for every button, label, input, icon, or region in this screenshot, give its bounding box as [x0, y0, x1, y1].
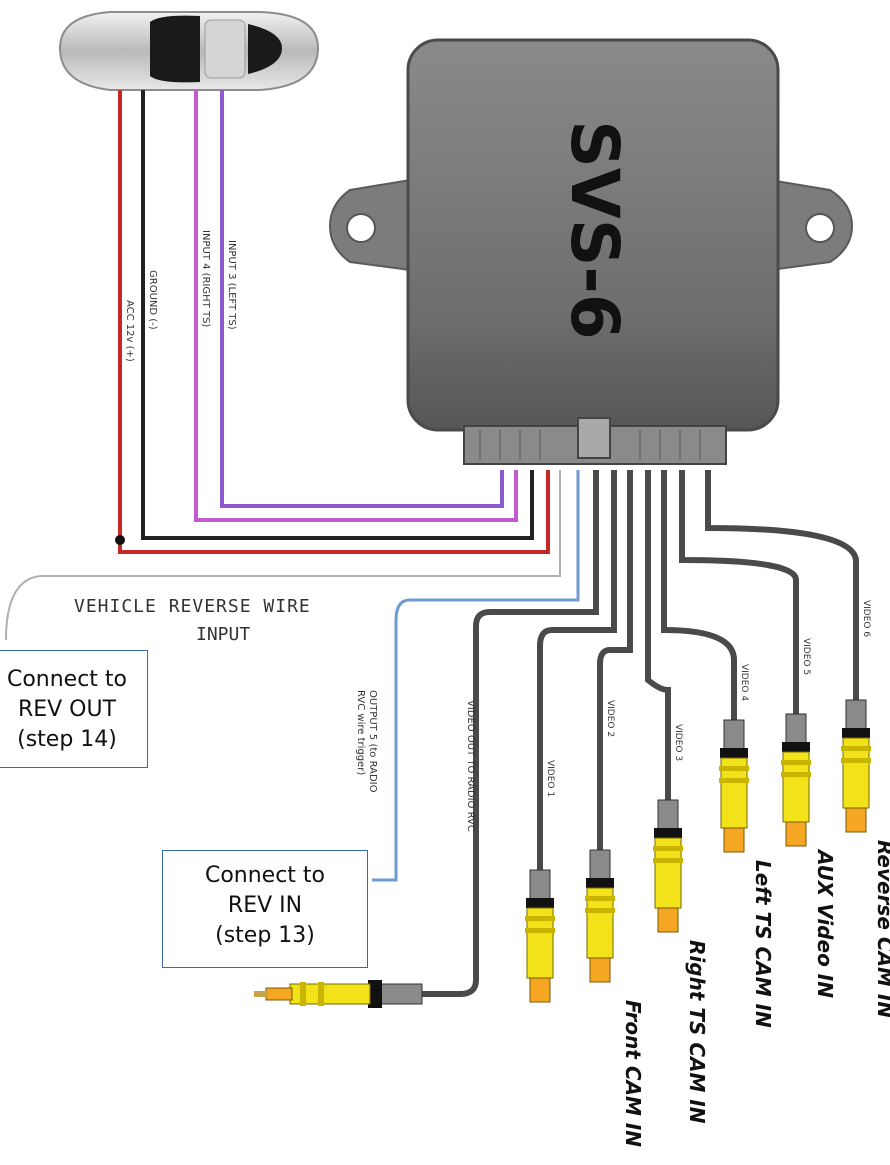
- video-out-connector: [254, 980, 423, 1008]
- cam-label-left-ts: Left TS CAM IN: [751, 860, 775, 1028]
- callout-rev-in: Connect to REV IN (step 13): [162, 850, 368, 968]
- rca-connectors: [525, 699, 871, 1003]
- wire-label-acc: ACC 12v (+): [124, 300, 135, 362]
- video-out-cable: [420, 470, 599, 997]
- callout-rev-out-line2: REV OUT: [17, 697, 117, 722]
- cam-label-right-ts: Right TS CAM IN: [685, 940, 709, 1124]
- wire-label-ground: GROUND (-): [147, 270, 158, 330]
- rca-connector-6: [841, 699, 871, 833]
- callout-rev-out: Connect to REV OUT (step 14): [0, 650, 148, 768]
- svs6-module: SVS-6: [328, 38, 854, 465]
- reverse-wire: [5, 470, 561, 641]
- video-wire-label-4: VIDEO 4: [739, 664, 749, 701]
- video-wire-label-6: VIDEO 6: [861, 600, 871, 637]
- rca-connector-2: [585, 849, 615, 983]
- rca-connector-4: [719, 719, 749, 853]
- rca-connector-5: [781, 713, 811, 847]
- callout-rev-out-line3: (step 14): [17, 727, 117, 752]
- reverse-wire-label-1: VEHICLE REVERSE WIRE: [74, 596, 311, 617]
- wire-label-input3: INPUT 3 (LEFT TS): [226, 240, 237, 330]
- video-cables: [537, 470, 859, 870]
- output-wire-label-1: OUTPUT 5 (to RADIO: [367, 690, 378, 793]
- callout-rev-out-line1: Connect to: [6, 667, 128, 692]
- car-wires: [115, 90, 550, 554]
- callout-rev-in-line3: (step 13): [215, 923, 315, 948]
- video-wire-label-5: VIDEO 5: [801, 638, 811, 675]
- car-icon: [58, 11, 320, 91]
- video-wire-label-2: VIDEO 2: [605, 700, 615, 737]
- video-out-label: VIDEO OUT TO RADIO RVC: [465, 700, 476, 832]
- rca-connector-1: [525, 869, 555, 1003]
- cam-label-front: Front CAM IN: [621, 1000, 645, 1147]
- video-wire-label-1: VIDEO 1: [545, 760, 555, 797]
- module-label: SVS-6: [556, 120, 633, 339]
- rca-connector-3: [653, 799, 683, 933]
- reverse-wire-label-2: INPUT: [196, 624, 250, 645]
- wire-label-input4: INPUT 4 (RIGHT TS): [200, 230, 211, 327]
- cam-label-reverse: Reverse CAM IN: [873, 840, 890, 1018]
- video-wire-label-3: VIDEO 3: [673, 724, 683, 761]
- callout-rev-in-line2: REV IN: [227, 893, 303, 918]
- output-wire-label-2: RVC wire trigger): [355, 690, 366, 775]
- cam-label-aux: AUX Video IN: [813, 848, 837, 998]
- callout-rev-in-line1: Connect to: [204, 863, 326, 888]
- output-wire: [372, 470, 580, 882]
